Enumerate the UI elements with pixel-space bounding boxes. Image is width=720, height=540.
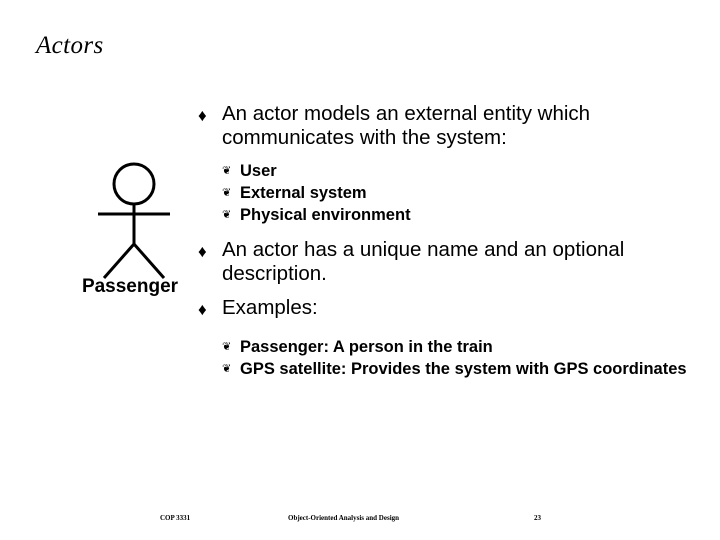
bullet-item: ♦ Examples: [198, 296, 698, 322]
spacer [198, 226, 698, 238]
footer-course-code: COP 3331 [160, 514, 191, 522]
sub-bullet-item: ❦ Passenger: A person in the train [222, 336, 698, 358]
sub-bullet-text: GPS satellite: Provides the system with … [240, 360, 687, 378]
footer-course-title: Object-Oriented Analysis and Design [288, 514, 400, 522]
stick-figure-actor-icon [88, 162, 208, 282]
spacer [198, 324, 698, 336]
sub-bullet-text: Passenger: A person in the train [240, 338, 493, 356]
bullet-item: ♦ An actor models an external entity whi… [198, 102, 698, 150]
footer-page-number: 23 [534, 514, 541, 522]
floret-bullet-icon: ❦ [222, 165, 232, 177]
diamond-bullet-icon: ♦ [198, 106, 207, 125]
spacer [198, 288, 698, 296]
sub-bullet-text: User [240, 162, 277, 180]
floret-bullet-icon: ❦ [222, 209, 232, 221]
bullet-text: An actor has a unique name and an option… [222, 238, 625, 285]
floret-bullet-icon: ❦ [222, 363, 232, 375]
actor-label: Passenger [81, 276, 179, 297]
sub-bullet-item: ❦ Physical environment [222, 204, 698, 226]
page-title: Actors [36, 32, 104, 59]
floret-bullet-icon: ❦ [222, 187, 232, 199]
bullet-text: Examples: [222, 296, 318, 319]
bullet-content: ♦ An actor models an external entity whi… [198, 102, 698, 380]
diamond-bullet-icon: ♦ [198, 300, 207, 319]
floret-bullet-icon: ❦ [222, 341, 232, 353]
sub-bullet-item: ❦ External system [222, 182, 698, 204]
sub-bullet-text: External system [240, 184, 367, 202]
sub-bullet-item: ❦ GPS satellite: Provides the system wit… [222, 358, 698, 380]
bullet-text: An actor models an external entity which… [222, 102, 591, 149]
spacer [198, 152, 698, 160]
sub-bullet-text: Physical environment [240, 206, 411, 224]
sub-bullet-group: ❦ Passenger: A person in the train ❦ GPS… [222, 336, 698, 380]
diamond-bullet-icon: ♦ [198, 242, 207, 261]
sub-bullet-item: ❦ User [222, 160, 698, 182]
bullet-item: ♦ An actor has a unique name and an opti… [198, 238, 698, 286]
sub-bullet-group: ❦ User ❦ External system ❦ Physical envi… [222, 160, 698, 226]
